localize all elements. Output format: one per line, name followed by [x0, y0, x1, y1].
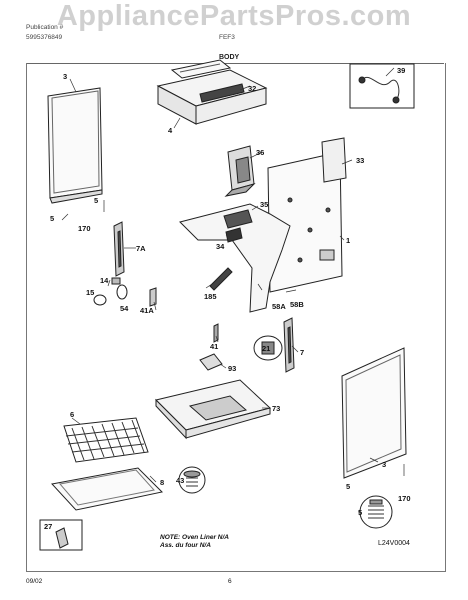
header-rule [26, 63, 444, 64]
side-panel-left [47, 87, 103, 204]
callout-6: 6 [70, 410, 75, 419]
callout-43: 43 [176, 476, 185, 485]
section-title: BODY [219, 54, 240, 61]
callout-36: 36 [256, 148, 265, 157]
back-panel [267, 137, 347, 293]
callout-14: 14 [100, 276, 109, 285]
diagram-frame [26, 63, 446, 572]
oven-rack [63, 417, 149, 463]
callout-5-screw: 5 [50, 214, 55, 223]
callout-1: 1 [346, 236, 351, 245]
side-panel-right [341, 347, 407, 479]
bracket-36 [224, 145, 256, 197]
diagram-code: L24V0004 [378, 540, 410, 547]
callout-41: 41 [210, 342, 219, 351]
callout-32: 32 [248, 84, 257, 93]
callout-33: 33 [356, 156, 365, 165]
callout-34: 34 [216, 242, 225, 251]
screw-43 [178, 466, 206, 494]
page-number: 6 [228, 578, 232, 585]
callout-8: 8 [160, 478, 165, 487]
footnote-line-1: NOTE: Oven Liner N/A [160, 534, 229, 541]
oven-liner [51, 467, 164, 511]
callout-3-left: 3 [63, 72, 68, 81]
top-bracket [156, 59, 268, 125]
spark-parts [93, 277, 128, 306]
callout-170-left: 170 [78, 224, 91, 233]
callout-5-leg: 5 [358, 508, 363, 517]
callout-58B: 58B [290, 300, 304, 309]
footer-date: 09/02 [26, 578, 43, 585]
callout-41A: 41A [140, 306, 154, 315]
clip-41 [213, 323, 219, 343]
oven-bottom [155, 379, 272, 440]
callout-7: 7 [300, 348, 305, 357]
callout-5-right: 5 [346, 482, 351, 491]
callout-27: 27 [44, 522, 53, 531]
callout-58A: 58A [272, 302, 286, 311]
callout-3-right: 3 [382, 460, 387, 469]
small-bracket [149, 287, 157, 307]
footnote-line-2: Ass. du four N/A [160, 542, 211, 549]
callout-73: 73 [272, 404, 281, 413]
callout-4: 4 [168, 126, 173, 135]
publication-number: 5995376849 [26, 34, 63, 41]
foot-93 [199, 353, 223, 371]
hinge-left [113, 221, 125, 277]
hinge-right [283, 317, 295, 373]
callout-185: 185 [204, 292, 217, 301]
callout-7A: 7A [136, 244, 146, 253]
footnote: NOTE: Oven Liner N/A Ass. du four N/A [160, 534, 229, 550]
callout-54: 54 [120, 304, 129, 313]
part-21 [253, 335, 283, 361]
wire-harness-box [349, 63, 415, 109]
watermark: AppliancePartsPros.com [56, 0, 412, 32]
callout-170-right: 170 [398, 494, 411, 503]
leveling-leg [359, 495, 393, 529]
callout-21: 21 [262, 344, 271, 353]
callout-93: 93 [228, 364, 237, 373]
rod-185 [209, 267, 233, 291]
part-27-box [39, 519, 83, 551]
callout-15: 15 [86, 288, 95, 297]
callout-35: 35 [260, 200, 269, 209]
manifold-panel [179, 203, 291, 313]
model-label: FEF3 [219, 34, 235, 41]
callout-5-left: 5 [94, 196, 99, 205]
callout-39: 39 [397, 66, 406, 75]
publication-label: Publication # [26, 24, 64, 31]
